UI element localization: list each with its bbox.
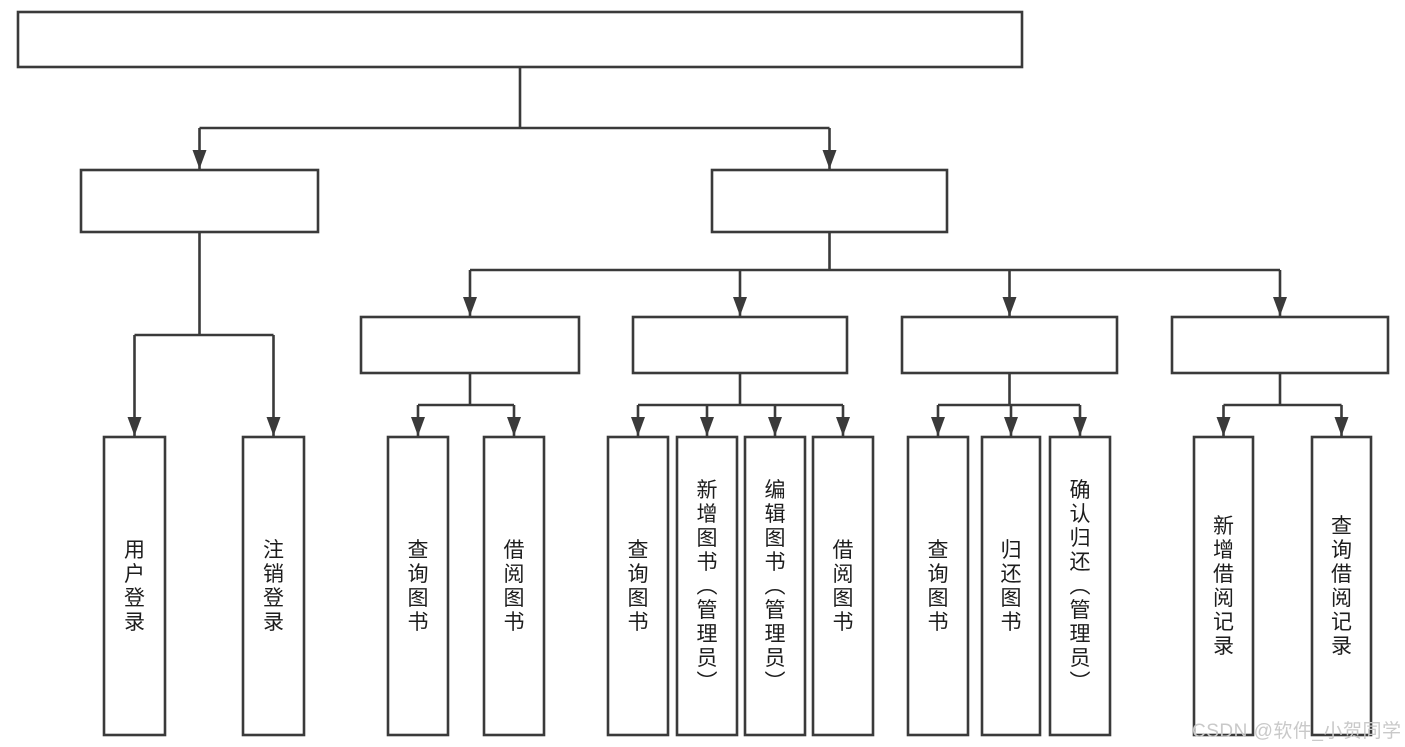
arrow-head-icon [507,417,521,436]
node-label: 注销登录 [263,539,284,634]
node-label: 新增图书︵管理员︶ [697,479,718,694]
node-查询图书-leaf[interactable] [906,435,970,737]
node-用户登录[interactable] [79,168,320,234]
node-图书借阅[interactable] [631,315,849,375]
node-label: 新增借阅记录 [1213,515,1234,658]
arrow-head-icon [411,417,425,436]
node-新书推荐[interactable] [359,315,581,375]
node-layer: 用户登录 注销登录 查询图书 借阅图书 查询图书 新增图书︵管理员︶ 编辑图书︵管理员︶ 借阅… [16,10,1390,737]
node-借阅图书-leaf[interactable] [482,435,546,737]
node-label: 查询借阅记录 [1331,515,1352,658]
node-查询借阅记录-leaf[interactable] [1310,435,1373,737]
node-label: 用户登录 [124,539,145,634]
arrow-head-icon [1004,417,1018,436]
arrow-head-icon [733,297,747,316]
node-确认归还管理员-leaf[interactable] [1048,435,1112,737]
arrow-head-icon [1216,417,1231,436]
node-label: 查询图书 [928,539,949,634]
node-图书管理[interactable] [710,168,949,234]
arrow-head-icon [1334,417,1349,436]
arrow-head-icon [931,417,945,436]
arrow-head-icon [631,417,645,436]
arrow-head-icon [1073,417,1087,436]
arrow-head-icon [127,417,142,436]
connector-layer [127,67,1349,436]
node-用户登录-leaf[interactable] [102,435,167,737]
node-label: 查询图书 [408,539,429,634]
node-查询图书-leaf[interactable] [386,435,450,737]
arrow-head-icon [700,417,714,436]
node-label: 借阅图书 [833,539,854,634]
node-查询图书-leaf[interactable] [606,435,670,737]
node-当前借阅[interactable] [900,315,1119,375]
arrow-head-icon [463,297,477,316]
node-label: 查询图书 [628,539,649,634]
node-注销登录-leaf[interactable] [241,435,306,737]
node-label: 编辑图书︵管理员︶ [765,479,786,694]
node-借阅记录[interactable] [1170,315,1390,375]
node-编辑图书管理员-leaf[interactable] [743,435,807,737]
node-label: 归还图书 [1001,539,1022,634]
node-root-system[interactable] [16,10,1024,69]
node-新增图书管理员-leaf[interactable] [675,435,739,737]
node-label: 借阅图书 [504,539,525,634]
node-借阅图书-leaf[interactable] [811,435,875,737]
arrow-head-icon [192,150,207,169]
arrow-head-icon [266,417,281,436]
arrow-head-icon [1273,297,1287,316]
arrow-head-icon [768,417,782,436]
node-新增借阅记录-leaf[interactable] [1192,435,1255,737]
node-label: 确认归还︵管理员︶ [1070,479,1091,694]
arrow-head-icon [822,150,837,169]
arrow-head-icon [836,417,850,436]
node-归还图书-leaf[interactable] [980,435,1042,737]
arrow-head-icon [1002,297,1017,316]
